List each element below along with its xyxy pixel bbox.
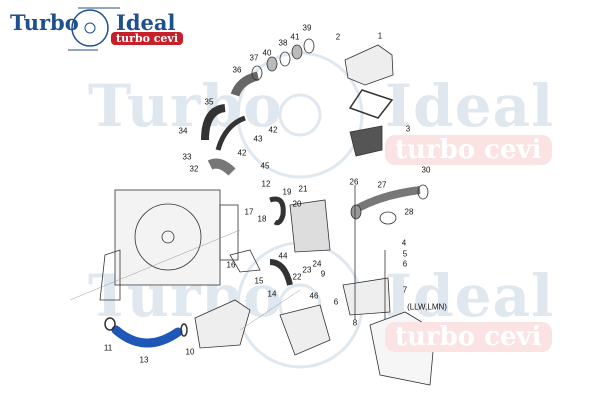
- callout: 46: [309, 291, 319, 301]
- callout: 6: [402, 259, 408, 269]
- callout: 39: [302, 23, 312, 33]
- callout: 35: [204, 97, 214, 107]
- callout: 43: [253, 134, 263, 144]
- callout: 44: [278, 251, 288, 261]
- radiator-bracket: [99, 249, 121, 301]
- callout: 7: [402, 285, 408, 295]
- callout: 4: [401, 238, 407, 248]
- callout: 2: [335, 32, 341, 42]
- callout: 21: [298, 184, 308, 194]
- turbocharger: [279, 304, 331, 356]
- callout: 3: [405, 124, 411, 134]
- callout: 27: [377, 180, 387, 190]
- callout: 6: [333, 297, 339, 307]
- callout: 10: [185, 347, 195, 357]
- callout: 33: [182, 152, 192, 162]
- callout: 23: [302, 265, 312, 275]
- clamp-10: [180, 323, 188, 337]
- callout: 42: [268, 125, 278, 135]
- callout: 32: [189, 164, 199, 174]
- callout: 41: [290, 32, 300, 42]
- callout: 19: [282, 187, 292, 197]
- callout: 34: [178, 126, 188, 136]
- seal-28: [379, 211, 397, 225]
- callout: 18: [257, 214, 267, 224]
- clamp-11: [104, 317, 116, 331]
- hose-19: [269, 196, 286, 226]
- logo-text-right: Ideal: [116, 10, 176, 35]
- callout: 1: [377, 31, 383, 41]
- intercooler-bracket: [219, 204, 239, 261]
- callout: 42: [237, 148, 247, 158]
- callout: 37: [249, 53, 259, 63]
- engine-block: [194, 299, 251, 349]
- callout: 20: [292, 199, 302, 209]
- callout: 36: [232, 65, 242, 75]
- lower-air-box: [342, 277, 391, 316]
- watermark-badge-2: turbo cevi: [385, 322, 552, 352]
- air-cleaner-cover: [344, 44, 394, 86]
- air-filter-element: [349, 125, 383, 157]
- hose-43: [215, 115, 246, 151]
- air-cleaner-gasket: [348, 89, 394, 119]
- callout: 22: [292, 272, 302, 282]
- callout: 26: [349, 177, 359, 187]
- logo-text-left: Turbo: [10, 10, 79, 35]
- callout: 30: [421, 165, 431, 175]
- callout: 40: [262, 48, 272, 58]
- watermark-badge: turbo cevi: [385, 135, 552, 165]
- callout: 38: [278, 38, 288, 48]
- callout: 24: [312, 259, 322, 269]
- pipe-14: [269, 259, 293, 286]
- callout: 14: [267, 289, 277, 299]
- highlighted-hose-13: [111, 325, 183, 348]
- callout: 9: [320, 269, 326, 279]
- logo-turbine-icon: [68, 7, 120, 51]
- callout: 12: [261, 179, 271, 189]
- radiator: [114, 189, 221, 286]
- duct-35: [201, 104, 226, 141]
- logo-badge: turbo cevi: [111, 32, 183, 45]
- callout: 11: [103, 343, 113, 353]
- callout: 45: [260, 161, 270, 171]
- callout: 28: [404, 207, 414, 217]
- callout: 8: [352, 318, 358, 328]
- callout: 16: [226, 260, 236, 270]
- variant-note: (LLW,LMN): [407, 302, 447, 312]
- duct-36: [230, 71, 260, 97]
- callout: 13: [139, 355, 149, 365]
- elbow-32: [207, 158, 236, 176]
- callout: 17: [244, 207, 254, 217]
- callout: 5: [402, 249, 408, 259]
- watermark-text-right: Ideal: [385, 72, 555, 140]
- callout: 15: [254, 276, 264, 286]
- pipe-16: [229, 249, 261, 273]
- resonator-20: [289, 199, 331, 253]
